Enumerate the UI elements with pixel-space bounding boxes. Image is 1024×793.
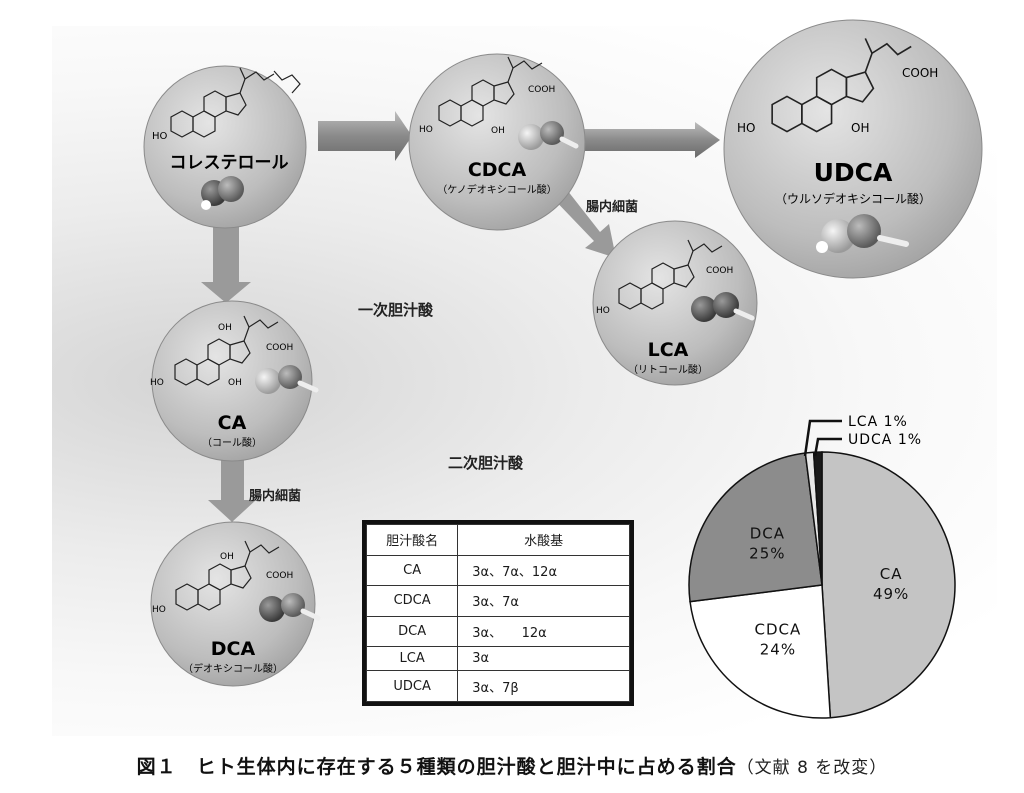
arrow-cdca-to-lca xyxy=(548,181,616,258)
table-cell-hydroxyl: 3α、7β xyxy=(457,670,630,702)
ca-oh-label: OH xyxy=(228,378,242,388)
dca-node: OH COOH HO DCA （デオキシコール酸） xyxy=(150,521,321,687)
pie-value-dca: 25% xyxy=(749,545,785,563)
udca-oh-label: OH xyxy=(851,121,869,135)
callout-udca: UDCA 1% xyxy=(848,432,922,448)
table-cell-name: UDCA xyxy=(365,670,459,702)
arrow-cholesterol-to-ca xyxy=(201,222,251,303)
ca-cooh-label: COOH xyxy=(266,343,293,353)
cdca-subname: （ケノデオキシコール酸） xyxy=(437,183,556,196)
pie-slice-dca xyxy=(688,452,823,603)
cdca-oh-label: OH xyxy=(491,126,505,136)
table-cell-name: CA xyxy=(365,554,459,587)
lca-node: COOH HO LCA （リトコール酸） xyxy=(592,220,758,386)
hydroxyl-model-icon xyxy=(259,593,321,622)
lca-ho-label: HO xyxy=(596,306,610,316)
arrow-cdca-to-udca xyxy=(582,122,720,158)
table-cell-name: LCA xyxy=(365,646,459,672)
caption-main: 図１ ヒト生体内に存在する５種類の胆汁酸と胆汁中に占める割合 xyxy=(136,756,737,778)
hydroxyl-model-icon xyxy=(691,292,755,322)
pie-slice-udca xyxy=(812,451,823,586)
ca-subname: （コール酸） xyxy=(202,436,262,449)
dca-ho-label: HO xyxy=(152,605,166,615)
pie-value-cdca: 24% xyxy=(760,640,796,658)
table-cell-name: DCA xyxy=(365,615,459,648)
primary-bile-acids-label: 一次胆汁酸 xyxy=(358,301,434,319)
arrow-ca-to-dca xyxy=(208,451,256,522)
arrow-cholesterol-to-cdca xyxy=(318,111,412,161)
hydroxyl-model-icon xyxy=(255,365,319,394)
cholesterol-name: コレステロール xyxy=(170,153,289,173)
gut-bacteria-label-1: 腸内細菌 xyxy=(586,200,639,215)
lca-cooh-label: COOH xyxy=(706,266,733,276)
cholesterol-ho-label: HO xyxy=(152,131,168,142)
ca-node: OH COOH HO OH CA （コール酸） xyxy=(150,300,319,462)
hydroxyl-model-icon xyxy=(816,214,909,253)
dca-cooh-label: COOH xyxy=(266,571,293,581)
bile-acid-pie-chart: CA 49% CDCA 24% DCA 25% xyxy=(688,451,956,719)
secondary-bile-acids-label: 二次胆汁酸 xyxy=(448,454,524,472)
lca-name: LCA xyxy=(648,339,689,361)
ca-name: CA xyxy=(218,412,247,434)
table-cell-hydroxyl: 3α、 12α xyxy=(457,615,630,648)
hydroxyl-model-icon xyxy=(518,121,579,150)
pie-callouts: LCA 1% UDCA 1% xyxy=(803,414,922,457)
cdca-node: COOH HO OH CDCA （ケノデオキシコール酸） xyxy=(408,53,586,231)
caption-note: （文献 8 を改変） xyxy=(736,758,888,778)
table-cell-hydroxyl: 3α、7α xyxy=(457,585,630,617)
table-row: CDCA 3α、7α xyxy=(365,585,630,617)
dca-name: DCA xyxy=(211,638,256,660)
pie-label-dca: DCA xyxy=(750,525,785,543)
pie-slice-ca xyxy=(821,451,956,719)
hydroxyl-model-icon xyxy=(201,176,244,210)
cdca-name: CDCA xyxy=(468,159,527,181)
table-row: DCA 3α、 12α xyxy=(365,615,630,648)
cdca-ho-label: HO xyxy=(419,125,433,135)
udca-cooh-label: COOH xyxy=(902,66,938,80)
header-hydroxyl-groups: 水酸基 xyxy=(457,524,630,556)
udca-node: COOH HO OH UDCA （ウルソデオキシコール酸） xyxy=(723,19,983,279)
table-row: CA 3α、7α、12α xyxy=(365,554,630,587)
hydroxyl-table-grid: 胆汁酸名 水酸基 CA 3α、7α、12α CDCA 3α、7α DCA 3α、… xyxy=(365,524,630,702)
header-bile-acid-name: 胆汁酸名 xyxy=(365,524,459,556)
cholesterol-node: HO コレステロール xyxy=(143,65,307,229)
dca-oh-top-label: OH xyxy=(220,552,234,562)
gut-bacteria-label-2: 腸内細菌 xyxy=(249,489,302,504)
udca-ho-label: HO xyxy=(737,121,755,135)
table-row: UDCA 3α、7β xyxy=(365,670,630,702)
pie-label-ca: CA xyxy=(880,565,903,583)
side-chain xyxy=(273,70,301,94)
dca-subname: （デオキシコール酸） xyxy=(183,662,283,675)
pie-value-ca: 49% xyxy=(873,585,909,603)
cdca-cooh-label: COOH xyxy=(528,85,555,95)
udca-name: UDCA xyxy=(814,158,893,187)
udca-subname: （ウルソデオキシコール酸） xyxy=(775,191,931,206)
pie-slice-cdca xyxy=(689,584,832,719)
ca-oh-top-label: OH xyxy=(218,323,232,333)
lca-subname: （リトコール酸） xyxy=(628,363,708,376)
table-cell-hydroxyl: 3α xyxy=(457,646,630,672)
table-cell-hydroxyl: 3α、7α、12α xyxy=(457,554,630,587)
table-header-row: 胆汁酸名 水酸基 xyxy=(365,524,630,556)
ca-ho-label: HO xyxy=(150,378,164,388)
callout-lca: LCA 1% xyxy=(848,414,908,430)
table-cell-name: CDCA xyxy=(365,585,459,617)
table-row: LCA 3α xyxy=(365,646,630,672)
pie-label-cdca: CDCA xyxy=(755,620,802,638)
figure-caption: 図１ ヒト生体内に存在する５種類の胆汁酸と胆汁中に占める割合（文献 8 を改変） xyxy=(0,752,1024,779)
hydroxyl-table: 胆汁酸名 水酸基 CA 3α、7α、12α CDCA 3α、7α DCA 3α、… xyxy=(362,520,634,706)
